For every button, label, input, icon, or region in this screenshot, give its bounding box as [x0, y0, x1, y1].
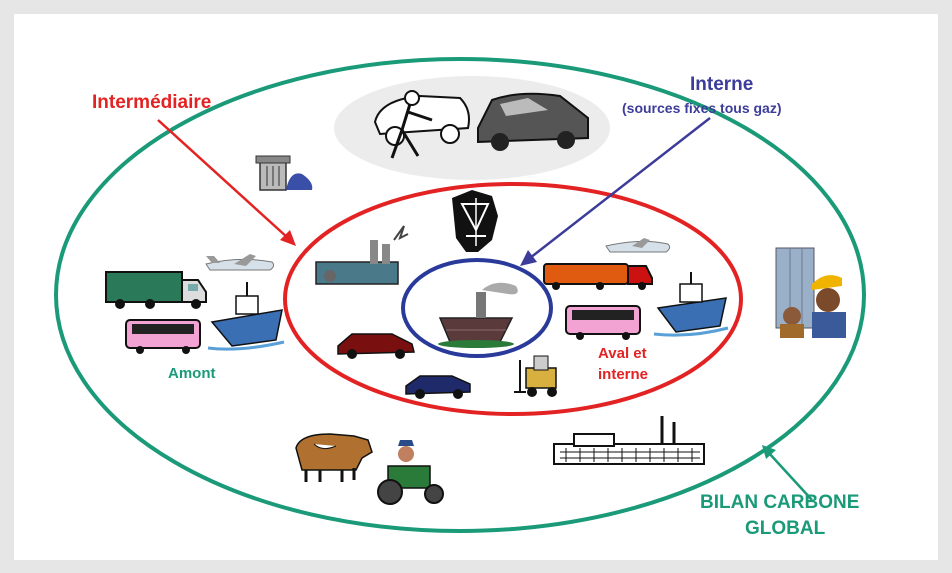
car-icon [405, 375, 471, 399]
refinery-icon [452, 190, 498, 252]
truck-icon [105, 271, 207, 309]
car-icon [477, 92, 589, 151]
outer-ring [54, 57, 866, 533]
bus-icon [565, 305, 641, 340]
airplane-icon [205, 254, 275, 271]
aval-label-line1: Aval et [598, 345, 647, 362]
aval-label-line2: interne [598, 366, 649, 383]
inner-ring [401, 258, 553, 358]
ship-icon [207, 282, 285, 351]
amont-label: Amont [168, 365, 216, 382]
workers-icon [775, 247, 846, 338]
bilan-arrow [762, 445, 813, 501]
tanker-truck-icon [543, 263, 653, 290]
intermediaire-label: Intermédiaire [92, 92, 212, 113]
bilan-label-line1: BILAN CARBONE [700, 492, 860, 513]
interne-title: Interne [690, 74, 754, 95]
car-icon [337, 333, 415, 359]
cow-icon [295, 433, 373, 482]
airplane-icon [605, 238, 671, 253]
intermediaire-arrow [157, 119, 296, 246]
interne-arrow [520, 117, 711, 266]
industrial-plant-icon [553, 416, 705, 465]
power-plant-icon [315, 225, 409, 285]
forklift-icon [514, 355, 557, 397]
interne-subtitle: (sources fixes tous gaz) [622, 100, 782, 116]
trash-can-icon [255, 155, 313, 191]
bus-icon [125, 319, 201, 354]
middle-ring [283, 182, 743, 416]
factory-icon [438, 282, 518, 348]
ship-icon [653, 272, 729, 337]
bilan-label-line2: GLOBAL [745, 518, 826, 539]
tractor-icon [377, 440, 444, 505]
